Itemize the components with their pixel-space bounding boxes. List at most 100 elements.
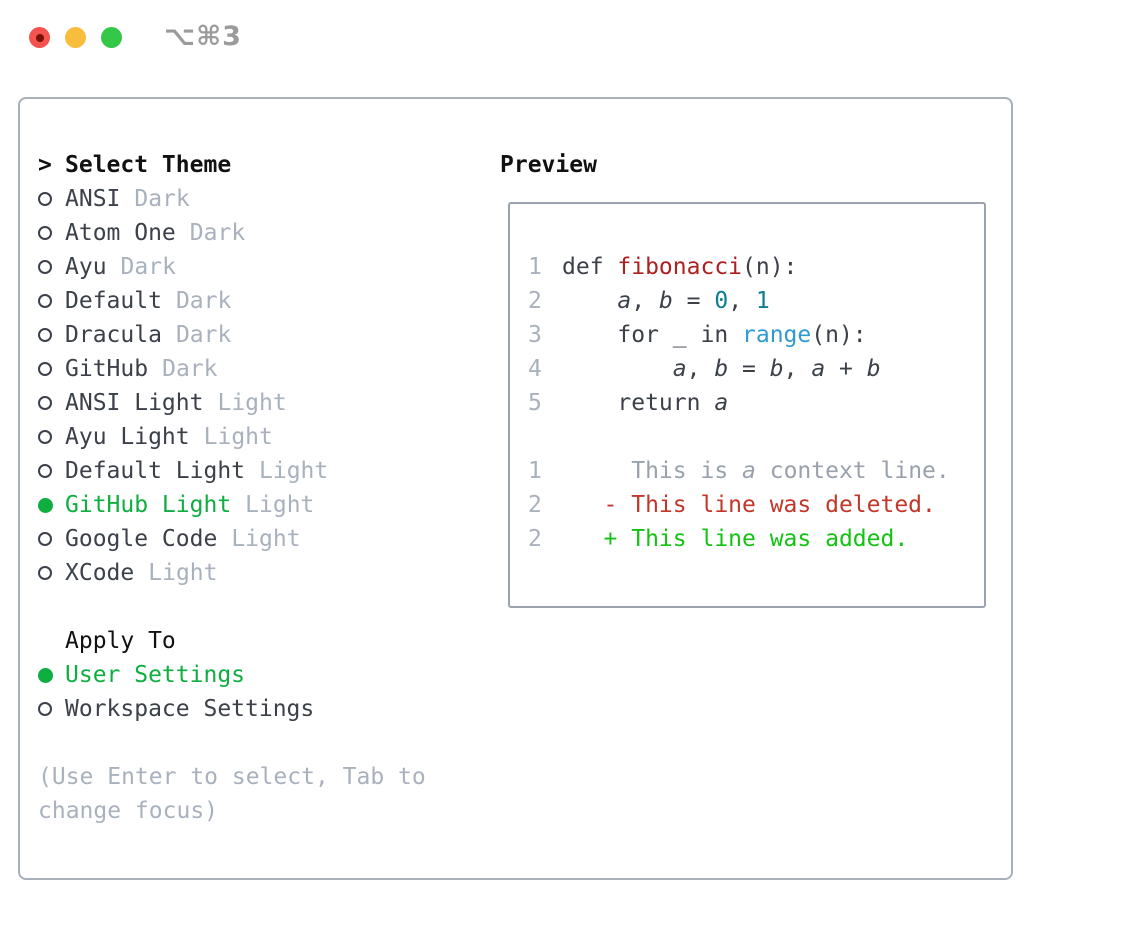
theme-name: ANSI <box>65 186 121 212</box>
preview-line-deleted: 2 - This line was deleted. <box>528 488 974 522</box>
radio-icon <box>38 192 52 206</box>
theme-variant-tag: Dark <box>189 220 246 246</box>
theme-option-ansi-light[interactable]: ANSI Light Light <box>38 386 426 420</box>
line-content: + This line was added. <box>562 526 909 552</box>
line-content: return a <box>562 390 729 416</box>
line-number: 2 <box>528 492 542 518</box>
spacer <box>38 590 426 624</box>
theme-name: Default <box>65 288 162 314</box>
close-dot-icon <box>35 33 44 42</box>
line-number: 2 <box>528 288 542 314</box>
theme-variant-tag: Light <box>259 458 329 484</box>
theme-variant-tag: Dark <box>120 254 176 280</box>
minimize-button[interactable] <box>65 27 86 48</box>
theme-name: ANSI Light <box>65 390 204 416</box>
theme-name: Atom One <box>65 220 176 246</box>
theme-name: GitHub <box>65 356 149 382</box>
theme-variant-tag: Light <box>203 424 273 450</box>
line-number: 5 <box>528 390 542 416</box>
preview-line-code: 4 a, b = b, a + b <box>528 352 974 386</box>
titlebar: ⌥⌘3 <box>0 0 1140 74</box>
radio-selected-icon <box>38 667 53 683</box>
radio-icon <box>38 260 52 274</box>
theme-variant-tag: Dark <box>162 356 218 382</box>
theme-option-ayu-light[interactable]: Ayu Light Light <box>38 420 426 454</box>
select-theme-title: Select Theme <box>65 152 232 178</box>
radio-icon <box>38 430 52 444</box>
theme-name: Dracula <box>65 322 162 348</box>
apply-option-label: User Settings <box>65 662 246 688</box>
theme-name: GitHub Light <box>65 492 232 518</box>
apply-to-header: Apply To <box>38 624 426 658</box>
theme-name: Ayu Light <box>65 424 190 450</box>
theme-name: Google Code <box>65 526 218 552</box>
radio-icon <box>38 566 52 580</box>
theme-option-ayu[interactable]: Ayu Dark <box>38 250 426 284</box>
preview-line-code: 1 def fibonacci(n): <box>528 250 974 284</box>
preview-title: Preview <box>500 152 597 178</box>
keyboard-hint: (Use Enter to select, Tab to change focus… <box>38 760 426 828</box>
line-number: 2 <box>528 526 542 552</box>
line-number: 4 <box>528 356 542 382</box>
line-number: 1 <box>528 458 542 484</box>
theme-option-default-light[interactable]: Default Light Light <box>38 454 426 488</box>
theme-option-github[interactable]: GitHub Dark <box>38 352 426 386</box>
line-content: - This line was deleted. <box>562 492 936 518</box>
theme-variant-tag: Dark <box>134 186 190 212</box>
theme-name: Default Light <box>65 458 246 484</box>
radio-icon <box>38 362 52 376</box>
line-content: def fibonacci(n): <box>562 254 798 280</box>
hint-text-line: (Use Enter to select, Tab to <box>38 764 426 790</box>
preview-line-code: 3 for _ in range(n): <box>528 318 974 352</box>
preview-line-code: 5 return a <box>528 386 974 420</box>
line-content: for _ in range(n): <box>562 322 867 348</box>
radio-icon <box>38 464 52 478</box>
zoom-button[interactable] <box>101 27 122 48</box>
theme-variant-tag: Light <box>217 390 287 416</box>
theme-name: XCode <box>65 560 135 586</box>
close-button[interactable] <box>29 27 50 48</box>
radio-icon <box>38 328 52 342</box>
theme-name: Ayu <box>65 254 107 280</box>
preview-line-code: 2 a, b = 0, 1 <box>528 284 974 318</box>
line-number: 3 <box>528 322 542 348</box>
theme-variant-tag: Light <box>245 492 315 518</box>
theme-option-atom-one[interactable]: Atom One Dark <box>38 216 426 250</box>
theme-option-xcode[interactable]: XCode Light <box>38 556 426 590</box>
theme-option-github-light[interactable]: GitHub Light Light <box>38 488 426 522</box>
theme-variant-tag: Dark <box>175 322 232 348</box>
radio-icon <box>38 702 52 716</box>
apply-option-workspace-settings[interactable]: Workspace Settings <box>38 692 426 726</box>
theme-variant-tag: Light <box>148 560 218 586</box>
radio-selected-icon <box>38 497 53 513</box>
line-number: 1 <box>528 254 542 280</box>
selection-caret-icon: > <box>38 152 52 178</box>
radio-icon <box>38 294 52 308</box>
line-content: a, b = b, a + b <box>672 356 881 382</box>
theme-option-google-code[interactable]: Google Code Light <box>38 522 426 556</box>
preview-line-added: 2 + This line was added. <box>528 522 974 556</box>
hint-text-line: change focus) <box>38 798 219 824</box>
apply-to-title: Apply To <box>65 628 176 654</box>
preview-line-context: 1 This is a context line. <box>528 454 974 488</box>
spacer <box>38 726 426 760</box>
line-content: a, b = 0, 1 <box>617 288 770 314</box>
theme-option-ansi[interactable]: ANSI Dark <box>38 182 426 216</box>
radio-icon <box>38 532 52 546</box>
theme-variant-tag: Light <box>231 526 301 552</box>
apply-option-label: Workspace Settings <box>65 696 315 722</box>
theme-option-dracula[interactable]: Dracula Dark <box>38 318 426 352</box>
radio-icon <box>38 396 52 410</box>
radio-icon <box>38 226 52 240</box>
apply-option-user-settings[interactable]: User Settings <box>38 658 426 692</box>
window-shortcut-label: ⌥⌘3 <box>164 21 242 52</box>
line-content: This is a context line. <box>562 458 950 484</box>
